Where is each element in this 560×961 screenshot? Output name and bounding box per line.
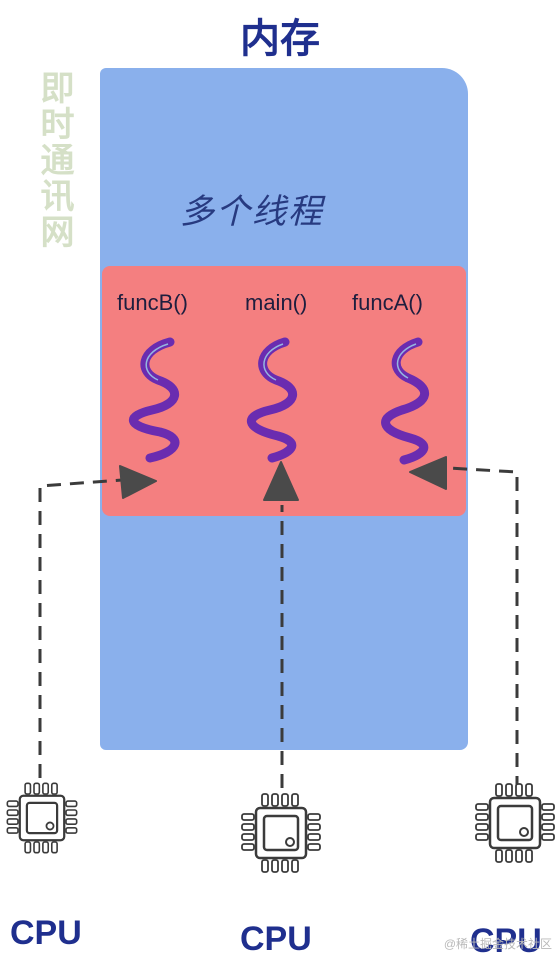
cpu-chip-icon-middle — [240, 792, 322, 874]
thread-squiggle-funcb — [128, 337, 180, 463]
thread-squiggle-funca — [381, 337, 430, 465]
arrowhead-left — [119, 465, 157, 499]
func-label-funca: funcA() — [352, 290, 423, 315]
connector-right — [447, 466, 519, 790]
cpu-chip-icon-left — [6, 782, 78, 854]
func-label-main: main() — [245, 290, 308, 315]
watermark-logo: 即时通讯网 — [24, 70, 100, 390]
watermark-side-text: 即时通讯网 — [35, 70, 73, 250]
arrowhead-middle — [263, 461, 299, 501]
cpu-label-middle: CPU — [240, 920, 312, 958]
arrowhead-right — [409, 456, 447, 490]
connector-left — [38, 478, 123, 778]
func-label-funcb: funcB() — [117, 290, 188, 315]
cpu-label-left: CPU — [10, 914, 82, 952]
memory-title: 内存 — [240, 17, 320, 61]
cpu-chip-icon-right — [474, 782, 556, 864]
threads-label: 多个线程 — [180, 192, 324, 232]
cpu-label-right: CPU — [470, 922, 542, 960]
thread-squiggle-main — [246, 337, 298, 463]
watermark-corner-text: @稀土掘金技术社区 — [443, 937, 552, 951]
